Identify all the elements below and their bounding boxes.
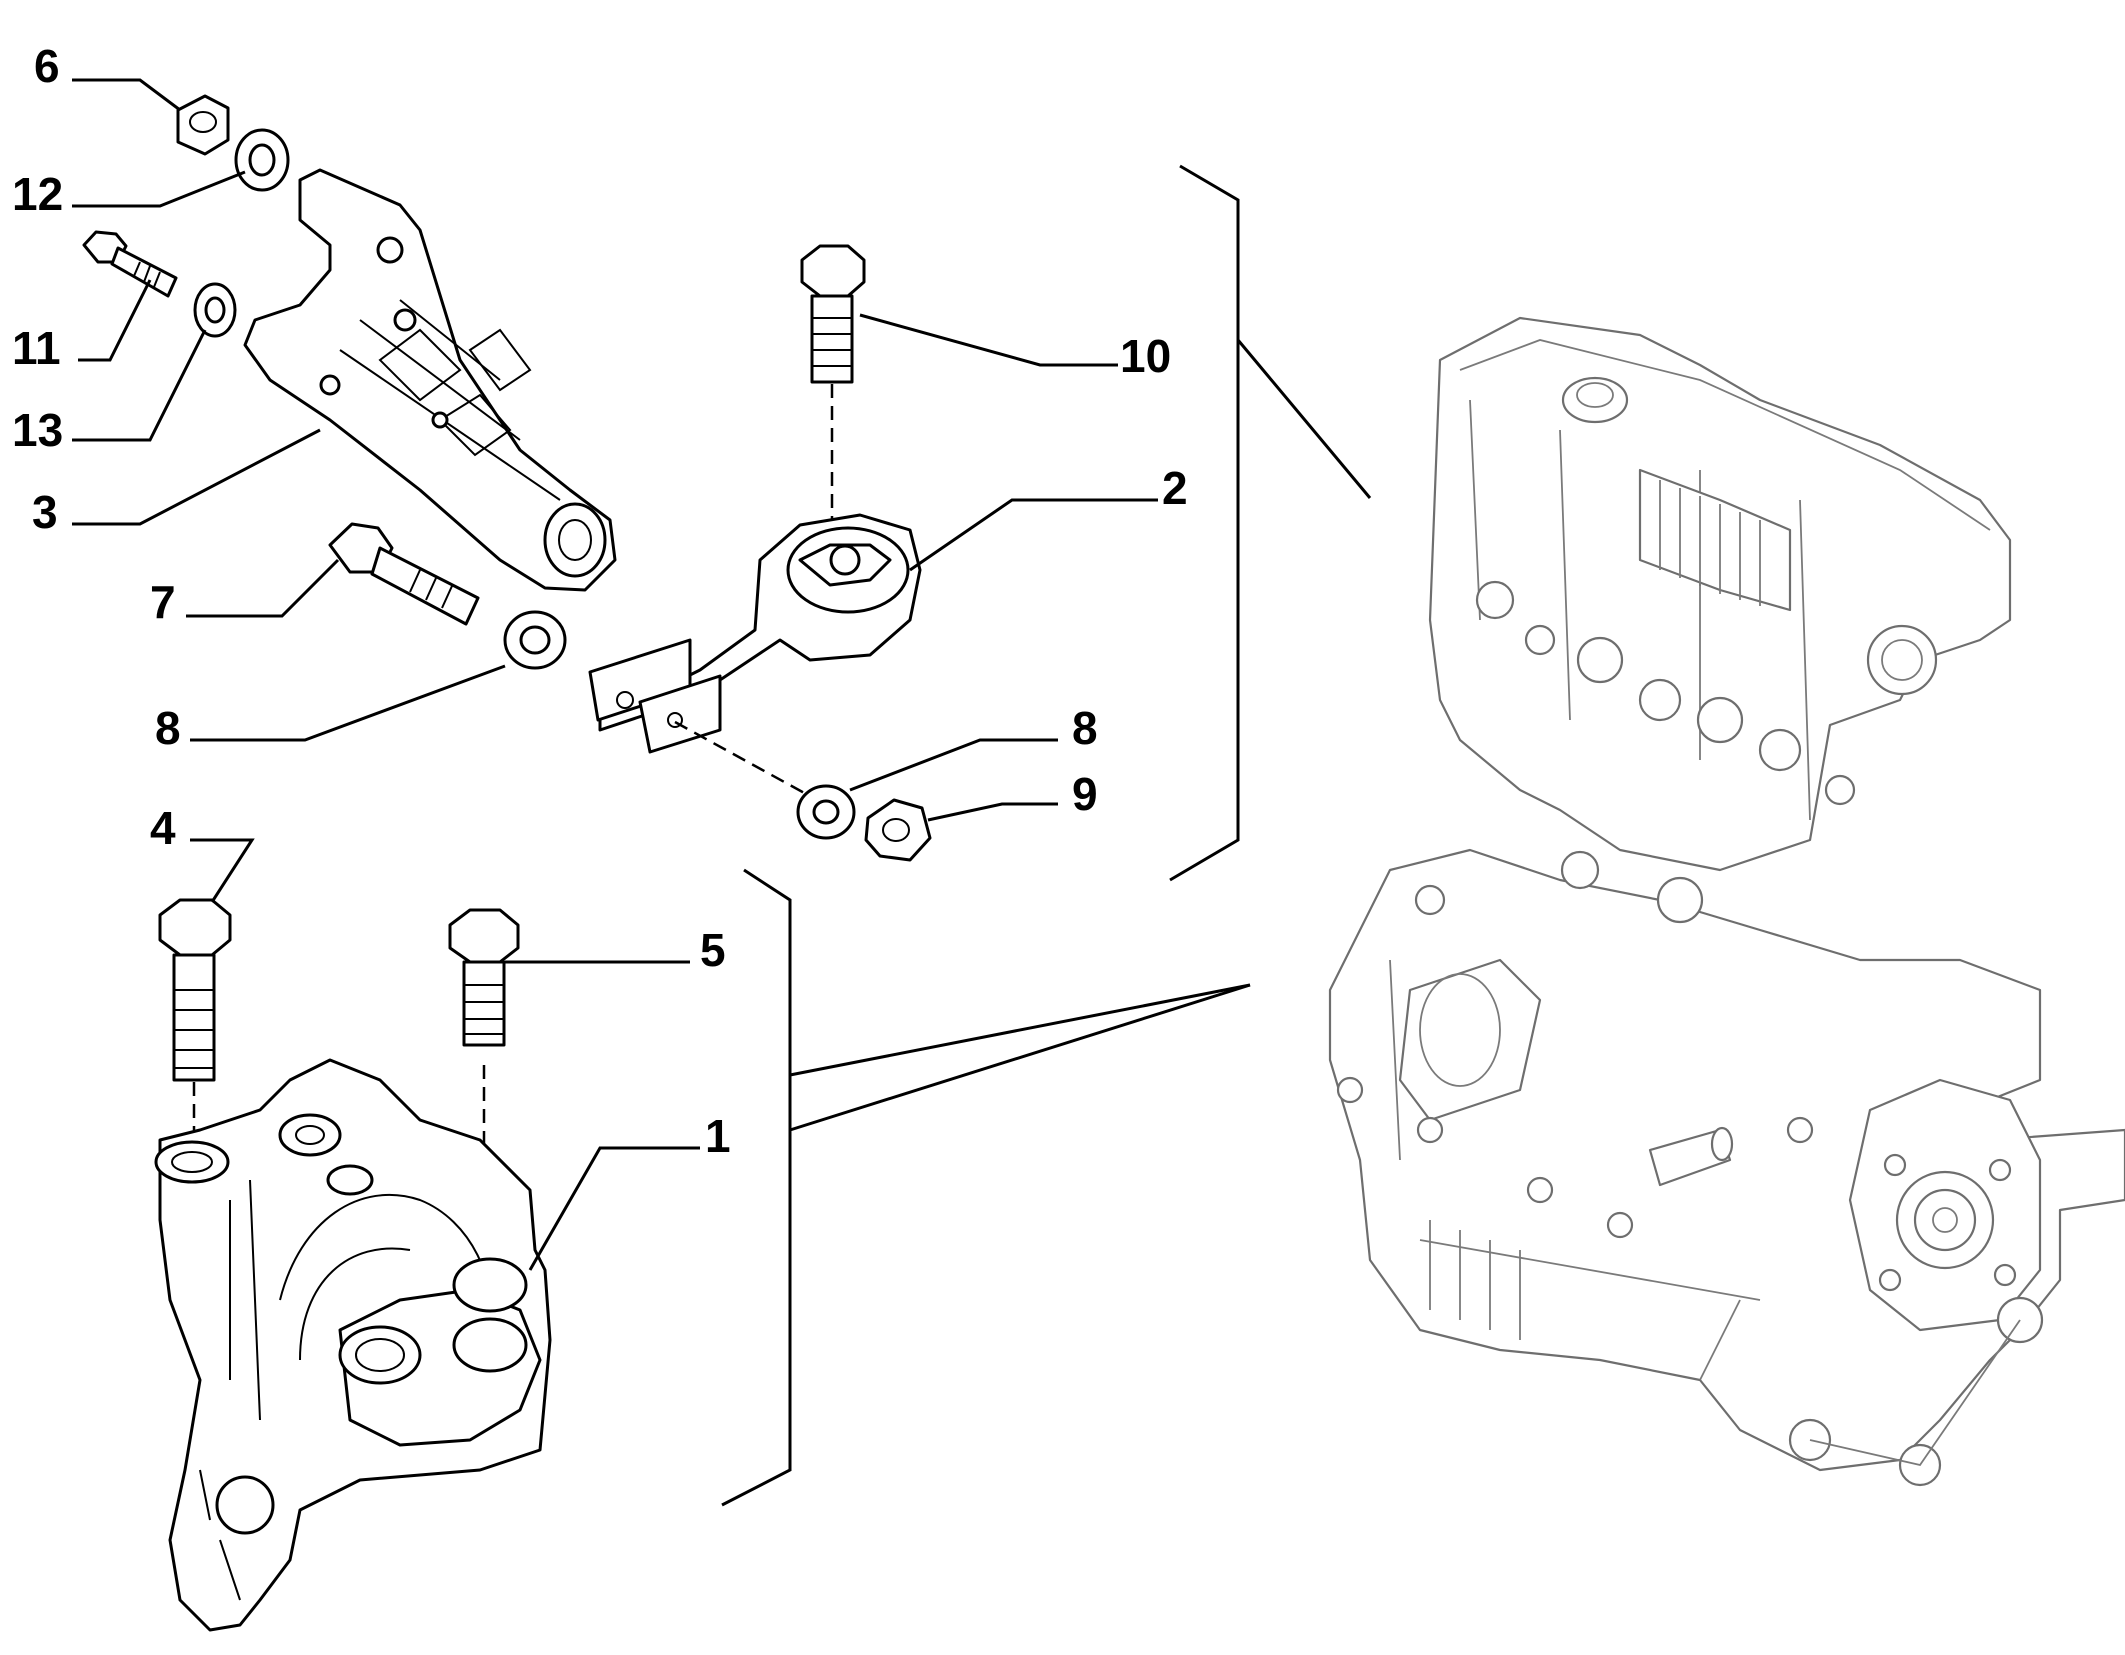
part-7-bolt [328, 522, 480, 626]
part-3-upper-bracket [243, 168, 617, 592]
part-8-washer-a [503, 610, 567, 670]
leader-10 [859, 313, 1118, 367]
leader-1 [528, 1146, 700, 1271]
callout-7: 7 [150, 576, 176, 628]
callout-4: 4 [150, 802, 176, 854]
part-2-torque-rod [588, 513, 922, 797]
part-8-washer-b [796, 784, 856, 840]
callout-10: 10 [1120, 330, 1171, 382]
callout-5: 5 [700, 924, 726, 976]
callout-13: 13 [12, 404, 63, 456]
leader-7 [186, 558, 340, 618]
leader-4 [190, 838, 255, 903]
callout-2: 2 [1162, 462, 1188, 514]
callout-11: 11 [12, 322, 61, 374]
callout-6: 6 [34, 40, 60, 92]
leader-11 [78, 279, 152, 362]
leader-8a [190, 664, 506, 742]
leader-3 [72, 428, 321, 526]
callout-labels: 1 2 3 4 5 6 7 8 8 9 10 11 12 13 [12, 40, 1188, 1162]
part-6-nut [176, 94, 230, 156]
part-10-bolt [800, 244, 866, 520]
leader-9 [927, 802, 1058, 822]
part-1-lower-mount [154, 1058, 552, 1632]
leader-8b [849, 738, 1058, 792]
leader-13 [72, 329, 207, 442]
leader-12 [72, 170, 246, 208]
part-11-bolt [82, 230, 178, 298]
group-bracket-upper [1169, 164, 1372, 882]
part-5-bolt [448, 908, 520, 1340]
callout-12: 12 [12, 168, 63, 220]
engine-block [1328, 316, 2125, 1487]
part-4-bolt [158, 898, 232, 1140]
group-bracket-lower [721, 868, 1251, 1507]
callout-3: 3 [32, 486, 58, 538]
callout-8a: 8 [155, 702, 181, 754]
part-13-washer [193, 282, 237, 338]
part-9-nut [864, 798, 932, 862]
callout-1: 1 [705, 1110, 731, 1162]
leader-lines [72, 78, 1158, 1271]
leader-6 [72, 78, 181, 112]
callout-9: 9 [1072, 768, 1098, 820]
leader-2 [909, 498, 1158, 572]
part-12-washer [234, 128, 290, 192]
callout-8b: 8 [1072, 702, 1098, 754]
